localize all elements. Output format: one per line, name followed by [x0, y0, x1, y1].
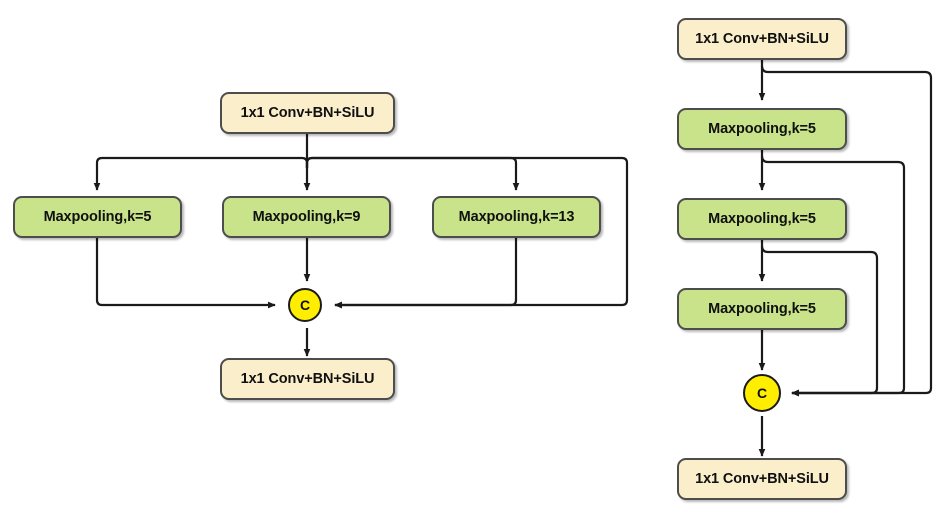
edge-left-bus-to-pool13: [305, 156, 520, 191]
right-concat-node[interactable]: C: [743, 374, 781, 412]
right-pool-stage3-node[interactable]: Maxpooling,k=5: [677, 288, 847, 330]
left-pool-k13-node[interactable]: Maxpooling,k=13: [432, 196, 601, 238]
left-output-conv-node[interactable]: 1x1 Conv+BN+SiLU: [220, 358, 395, 400]
right-output-conv-node[interactable]: 1x1 Conv+BN+SiLU: [677, 458, 847, 500]
left-pool-k9-node[interactable]: Maxpooling,k=9: [222, 196, 391, 238]
edge-left-skip-to-concat: [305, 156, 629, 309]
right-input-conv-node[interactable]: 1x1 Conv+BN+SiLU: [677, 18, 847, 60]
edge-right-pool1-skip-to-concat: [760, 155, 906, 397]
left-pool-k5-node[interactable]: Maxpooling,k=5: [13, 196, 182, 238]
right-pool-stage1-node[interactable]: Maxpooling,k=5: [677, 108, 847, 150]
edge-left-pool5-to-concat: [95, 238, 276, 309]
edge-left-pool13-to-concat: [334, 238, 518, 309]
left-concat-node[interactable]: C: [288, 288, 322, 322]
edge-right-input-skip-to-concat: [760, 65, 933, 397]
right-pool-stage2-node[interactable]: Maxpooling,k=5: [677, 198, 847, 240]
left-input-conv-node[interactable]: 1x1 Conv+BN+SiLU: [220, 92, 395, 134]
edge-left-bus-to-pool5: [93, 156, 309, 191]
edge-right-pool2-skip-to-concat: [760, 245, 879, 397]
